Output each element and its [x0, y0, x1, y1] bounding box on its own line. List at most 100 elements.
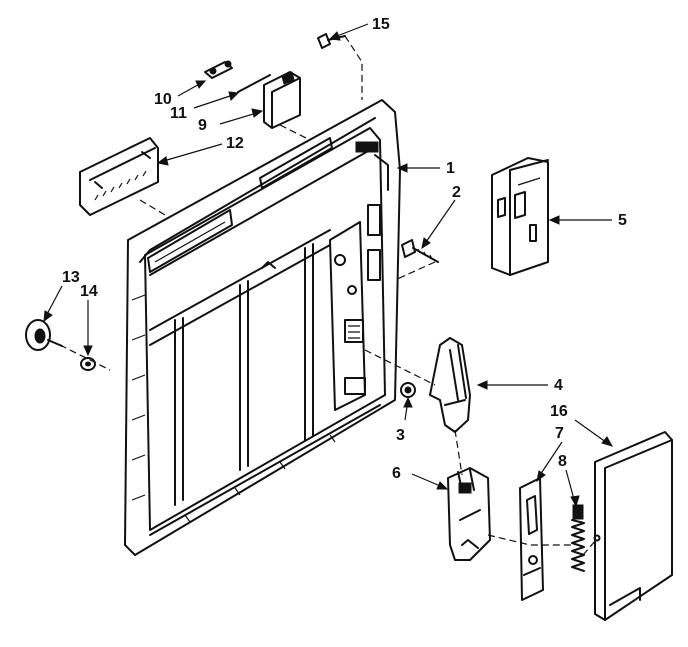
callout-6: 6	[392, 465, 401, 482]
mount-hole-2	[347, 285, 357, 295]
leader-4-head	[476, 380, 488, 390]
callout-12: 12	[226, 135, 244, 152]
part-4-latch	[429, 337, 471, 433]
part-2-screw	[401, 239, 439, 263]
part-10-clip	[204, 60, 233, 79]
catch-body	[447, 467, 491, 561]
callout-4: 4	[554, 377, 563, 394]
dash-16	[582, 539, 597, 556]
link-arm-cross	[523, 567, 541, 576]
part-14-washer	[80, 357, 96, 371]
dash-13	[59, 344, 111, 371]
housing-top-edge	[509, 159, 549, 171]
leader-16-head	[601, 436, 614, 447]
knob-face	[25, 319, 51, 351]
catch-foot	[461, 539, 479, 549]
lower-opening	[344, 377, 366, 395]
callout-10: 10	[154, 91, 172, 108]
bottom-edge	[149, 404, 381, 536]
mount-slot-middle	[367, 249, 381, 281]
part-9-block	[263, 71, 301, 129]
callout-14: 14	[80, 283, 98, 300]
part-12-handle-plate	[79, 137, 159, 216]
washer-outer	[80, 357, 96, 371]
callout-3: 3	[396, 427, 405, 444]
leader-7-head	[536, 470, 546, 483]
top-right-bracket	[355, 141, 379, 153]
door-top-rail-inner	[149, 149, 371, 276]
spring-coil	[571, 519, 585, 572]
dash-7-8	[487, 534, 572, 546]
leader-3-head	[403, 396, 413, 408]
dash-2	[394, 261, 436, 281]
housing-ridge	[517, 177, 541, 186]
mount-slot-top	[367, 204, 381, 236]
knob-stem	[47, 339, 63, 347]
screw-head	[401, 239, 416, 258]
leader-8-head	[570, 495, 580, 508]
leader-12-head	[156, 156, 169, 166]
leader-14-head	[83, 345, 93, 357]
dash-9	[279, 124, 311, 141]
housing-tab	[497, 197, 506, 218]
clip-left-pin	[209, 67, 217, 75]
screw-15-head	[317, 33, 331, 49]
callout-5: 5	[618, 212, 627, 229]
part-7-link-arm	[519, 477, 544, 601]
part-15-screw	[317, 33, 346, 49]
dash-15	[344, 35, 363, 100]
part-6-catch	[447, 467, 491, 561]
leader-11	[193, 93, 237, 109]
part-3-nut	[400, 382, 416, 398]
leader-2	[423, 199, 456, 246]
callout-9: 9	[198, 117, 207, 134]
leader-10-head	[195, 80, 207, 89]
assembly-lines	[59, 35, 597, 556]
callout-13: 13	[62, 269, 80, 286]
leader-5-head	[548, 215, 560, 225]
handle-recess-line	[154, 221, 226, 263]
catch-cross	[459, 509, 481, 521]
leader-6-head	[436, 481, 449, 490]
clip-body	[204, 61, 233, 79]
link-arm-slot	[526, 495, 538, 535]
handle-recess	[147, 209, 233, 273]
plate-body	[79, 137, 159, 216]
dash-12	[139, 199, 166, 216]
callout-16: 16	[550, 403, 568, 420]
plate-top-edge	[89, 147, 156, 181]
part-5-switch-housing	[491, 157, 549, 276]
latch-opening	[344, 319, 364, 343]
bottom-edge-ticks	[184, 434, 336, 523]
latch-body	[429, 337, 471, 433]
cover-edges	[604, 439, 673, 621]
callout-2: 2	[452, 184, 461, 201]
leader-1-head	[396, 163, 408, 173]
left-edge-ticks	[131, 294, 146, 501]
mount-hole	[334, 254, 346, 266]
cross-member-lower	[149, 244, 331, 346]
block-edges	[271, 77, 301, 129]
cross-member	[149, 229, 331, 331]
housing-slot	[514, 191, 526, 219]
spring-end	[572, 504, 584, 520]
part-8-spring	[571, 504, 585, 572]
screw-threads	[417, 248, 433, 260]
leader-13-head	[43, 310, 53, 323]
washer-hole	[85, 361, 91, 367]
top-right-flange	[374, 154, 389, 191]
cover-body	[594, 431, 673, 621]
panel-clip	[261, 261, 276, 269]
part-1-inner-door-panel	[124, 99, 401, 556]
leader-15-head	[328, 31, 341, 41]
callout-7: 7	[555, 425, 564, 442]
housing-window	[529, 224, 537, 242]
part-11-rod	[237, 74, 271, 93]
leader-2-head	[421, 237, 431, 250]
block-tab	[281, 71, 295, 85]
latch-cross	[444, 399, 466, 406]
latch-mount-area	[329, 221, 366, 411]
top-slot	[259, 137, 333, 189]
